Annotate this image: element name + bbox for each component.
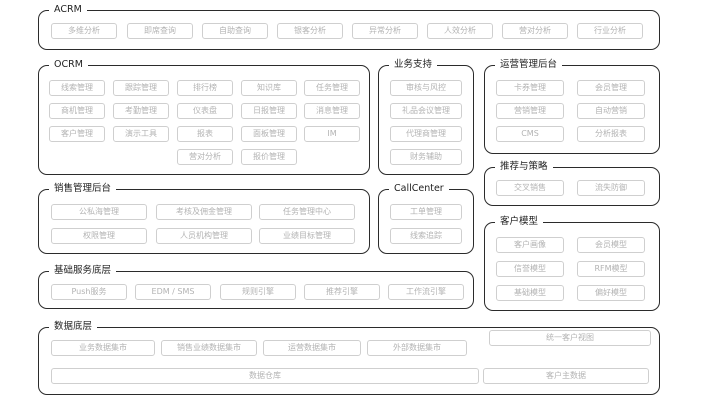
single-customer-view[interactable]: 统一客户视图 (489, 330, 651, 346)
data-warehouse[interactable]: 数据仓库 (51, 368, 479, 384)
customer-model-item-basic[interactable]: 基础模型 (496, 285, 564, 301)
customer-model-title: 客户模型 (495, 214, 544, 230)
base-service-panel: 基础服务底层 Push服务 EDM / SMS 规则引擎 推荐引擎 工作流引擎 (38, 263, 474, 309)
sales-admin-item-org[interactable]: 人员机构管理 (156, 228, 252, 244)
data-layer-panel: 数据底层 业务数据集市 销售业绩数据集市 运营数据集市 外部数据集市 数据仓库 … (38, 319, 660, 395)
ocrm-item-messages[interactable]: 消息管理 (304, 103, 360, 119)
ops-admin-item-coupons[interactable]: 卡券管理 (496, 80, 564, 96)
sales-admin-item-targets[interactable]: 业绩目标管理 (259, 228, 355, 244)
data-layer-item-sales-mart[interactable]: 销售业绩数据集市 (161, 340, 257, 356)
sales-admin-item-commission[interactable]: 考核及佣金管理 (156, 204, 252, 220)
customer-model-item-rfm[interactable]: RFM模型 (577, 261, 645, 277)
callcenter-panel: CallCenter 工单管理 线索追踪 (378, 181, 474, 254)
ocrm-item-demo-tools[interactable]: 演示工具 (113, 126, 169, 142)
acrm-item-customer-analysis[interactable]: 银客分析 (277, 23, 343, 39)
ops-admin-item-analytics[interactable]: 分析报表 (577, 126, 645, 142)
ocrm-item-opportunities[interactable]: 商机管理 (49, 103, 105, 119)
sales-admin-item-permissions[interactable]: 权限管理 (51, 228, 147, 244)
ocrm-item-knowledge-base[interactable]: 知识库 (241, 80, 297, 96)
sales-admin-panel: 销售管理后台 公私海管理 考核及佣金管理 任务管理中心 权限管理 人员机构管理 … (38, 181, 370, 254)
base-service-item-workflow-engine[interactable]: 工作流引擎 (388, 284, 464, 300)
ocrm-item-leads[interactable]: 线索管理 (49, 80, 105, 96)
acrm-item-efficiency-analysis[interactable]: 人效分析 (427, 23, 493, 39)
acrm-item-operation-analysis[interactable]: 营对分析 (502, 23, 568, 39)
ocrm-item-quotes[interactable]: 报价管理 (241, 149, 297, 165)
ops-admin-item-auto-marketing[interactable]: 自动营销 (577, 103, 645, 119)
ops-admin-item-cms[interactable]: CMS (496, 126, 564, 142)
callcenter-item-lead-tracking[interactable]: 线索追踪 (390, 228, 462, 244)
base-service-item-rule-engine[interactable]: 规则引擎 (220, 284, 296, 300)
data-layer-item-external-mart[interactable]: 外部数据集市 (367, 340, 467, 356)
ocrm-item-dashboard[interactable]: 仪表盘 (177, 103, 233, 119)
acrm-item-industry-analysis[interactable]: 行业分析 (577, 23, 643, 39)
ocrm-title: OCRM (49, 57, 88, 73)
ocrm-item-ranking[interactable]: 排行榜 (177, 80, 233, 96)
business-support-item-agents[interactable]: 代理商管理 (390, 126, 462, 142)
customer-model-item-preference[interactable]: 偏好模型 (577, 285, 645, 301)
ocrm-panel: OCRM 线索管理 跟踪管理 排行榜 知识库 任务管理 商机管理 考勤管理 仪表… (38, 57, 370, 175)
acrm-title: ACRM (49, 2, 87, 18)
business-support-panel: 业务支持 审核与风控 礼品会议管理 代理商管理 财务辅助 (378, 57, 474, 175)
callcenter-title: CallCenter (389, 181, 449, 197)
ocrm-item-tasks[interactable]: 任务管理 (304, 80, 360, 96)
ocrm-item-operation-analysis[interactable]: 营对分析 (177, 149, 233, 165)
business-support-item-finance[interactable]: 财务辅助 (390, 149, 462, 165)
business-support-item-gift-meeting[interactable]: 礼品会议管理 (390, 103, 462, 119)
acrm-item-adhoc-query[interactable]: 即席查询 (127, 23, 193, 39)
data-layer-item-business-mart[interactable]: 业务数据集市 (51, 340, 155, 356)
ops-admin-title: 运营管理后台 (495, 57, 563, 73)
data-layer-title: 数据底层 (49, 319, 98, 335)
customer-master-data[interactable]: 客户主数据 (483, 368, 649, 384)
ops-admin-item-marketing[interactable]: 营销管理 (496, 103, 564, 119)
acrm-panel: ACRM 多维分析 即席查询 自助查询 银客分析 异常分析 人效分析 营对分析 … (38, 2, 660, 50)
ocrm-item-im[interactable]: IM (304, 126, 360, 142)
acrm-item-multi-analysis[interactable]: 多维分析 (51, 23, 117, 39)
recommend-item-churn-defense[interactable]: 流失防御 (577, 180, 645, 196)
ocrm-item-customers[interactable]: 客户管理 (49, 126, 105, 142)
customer-model-item-portrait[interactable]: 客户画像 (496, 237, 564, 253)
base-service-item-recommend-engine[interactable]: 推荐引擎 (304, 284, 380, 300)
customer-model-item-member[interactable]: 会员模型 (577, 237, 645, 253)
business-support-title: 业务支持 (389, 57, 438, 73)
callcenter-item-tickets[interactable]: 工单管理 (390, 204, 462, 220)
acrm-item-self-query[interactable]: 自助查询 (202, 23, 268, 39)
recommend-item-cross-sell[interactable]: 交叉销售 (496, 180, 564, 196)
ocrm-item-panels[interactable]: 面板管理 (241, 126, 297, 142)
sales-admin-title: 销售管理后台 (49, 181, 117, 197)
customer-model-panel: 客户模型 客户画像 会员模型 信誉模型 RFM模型 基础模型 偏好模型 (484, 214, 660, 311)
recommend-panel: 推荐与策略 交叉销售 流失防御 (484, 159, 660, 206)
business-support-item-audit-risk[interactable]: 审核与风控 (390, 80, 462, 96)
recommend-title: 推荐与策略 (495, 159, 553, 175)
ocrm-item-tracking[interactable]: 跟踪管理 (113, 80, 169, 96)
base-service-item-edm-sms[interactable]: EDM / SMS (135, 284, 211, 300)
base-service-title: 基础服务底层 (49, 263, 117, 279)
ops-admin-item-members[interactable]: 会员管理 (577, 80, 645, 96)
base-service-item-push[interactable]: Push服务 (51, 284, 127, 300)
ocrm-item-reports[interactable]: 报表 (177, 126, 233, 142)
ocrm-item-daily-report[interactable]: 日报管理 (241, 103, 297, 119)
data-layer-item-ops-mart[interactable]: 运营数据集市 (263, 340, 361, 356)
sales-admin-item-task-center[interactable]: 任务管理中心 (259, 204, 355, 220)
ops-admin-panel: 运营管理后台 卡券管理 会员管理 营销管理 自动营销 CMS 分析报表 (484, 57, 660, 154)
customer-model-item-credit[interactable]: 信誉模型 (496, 261, 564, 277)
ocrm-item-attendance[interactable]: 考勤管理 (113, 103, 169, 119)
sales-admin-item-lead-pool[interactable]: 公私海管理 (51, 204, 147, 220)
acrm-item-anomaly-analysis[interactable]: 异常分析 (352, 23, 418, 39)
